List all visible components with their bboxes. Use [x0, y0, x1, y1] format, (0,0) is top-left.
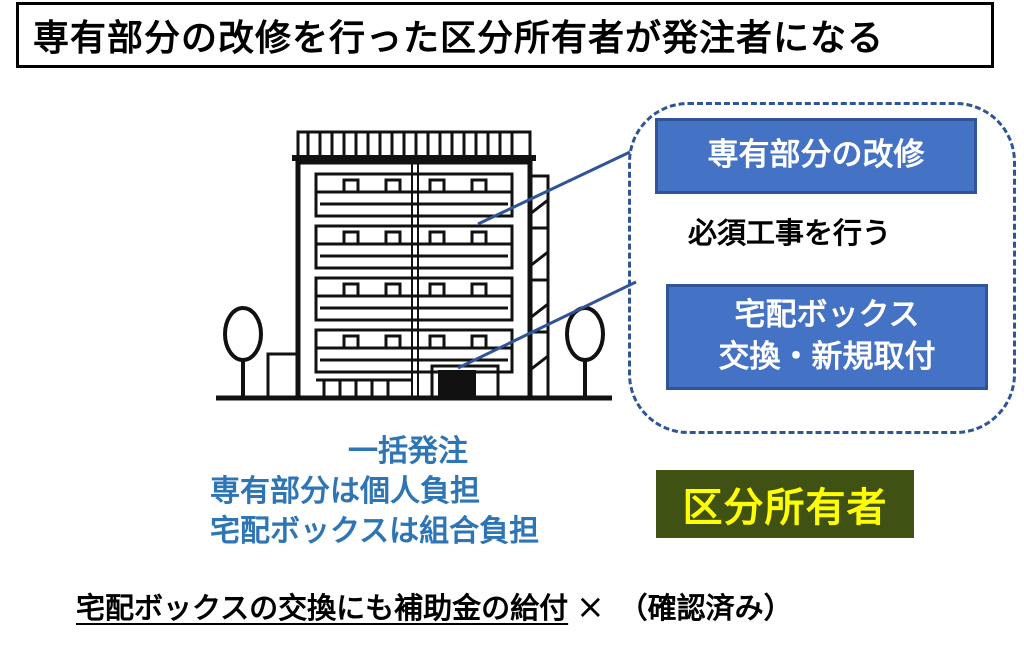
private-area-renovation-box: 専有部分の改修	[655, 118, 977, 194]
association-cost-text: 宅配ボックスは組合負担	[210, 514, 540, 549]
delivery-box-work-line1: 宅配ボックス	[734, 297, 920, 334]
required-work-note: 必須工事を行う	[688, 216, 892, 250]
bulk-order-text: 一括発注	[348, 434, 468, 469]
private-cost-text: 専有部分は個人負担	[210, 474, 480, 509]
subsidy-statement-text: 宅配ボックスの交換にも補助金の給付	[76, 591, 569, 625]
unit-owner-text: 区分所有者	[682, 485, 888, 531]
delivery-box-work-box: 宅配ボックス 交換・新規取付	[666, 284, 988, 390]
callout-bubble	[628, 102, 1016, 434]
delivery-box-work-line2: 交換・新規取付	[718, 339, 936, 375]
title-text: 専有部分の改修を行った区分所有者が発注者になる	[33, 18, 885, 59]
confirmed-text: （確認済み）	[618, 591, 793, 625]
connector-line-lower	[457, 280, 637, 370]
apartment-building-icon	[216, 130, 612, 401]
connector-line-upper	[477, 150, 631, 226]
cross-mark-icon: ×	[576, 587, 605, 627]
private-area-renovation-label: 専有部分の改修	[707, 137, 925, 174]
unit-owner-label: 区分所有者	[656, 470, 914, 538]
subsidy-statement: 宅配ボックスの交換にも補助金の給付× （確認済み）	[76, 585, 793, 627]
page-title: 専有部分の改修を行った区分所有者が発注者になる	[16, 2, 994, 68]
delivery-box-icon	[438, 370, 476, 398]
